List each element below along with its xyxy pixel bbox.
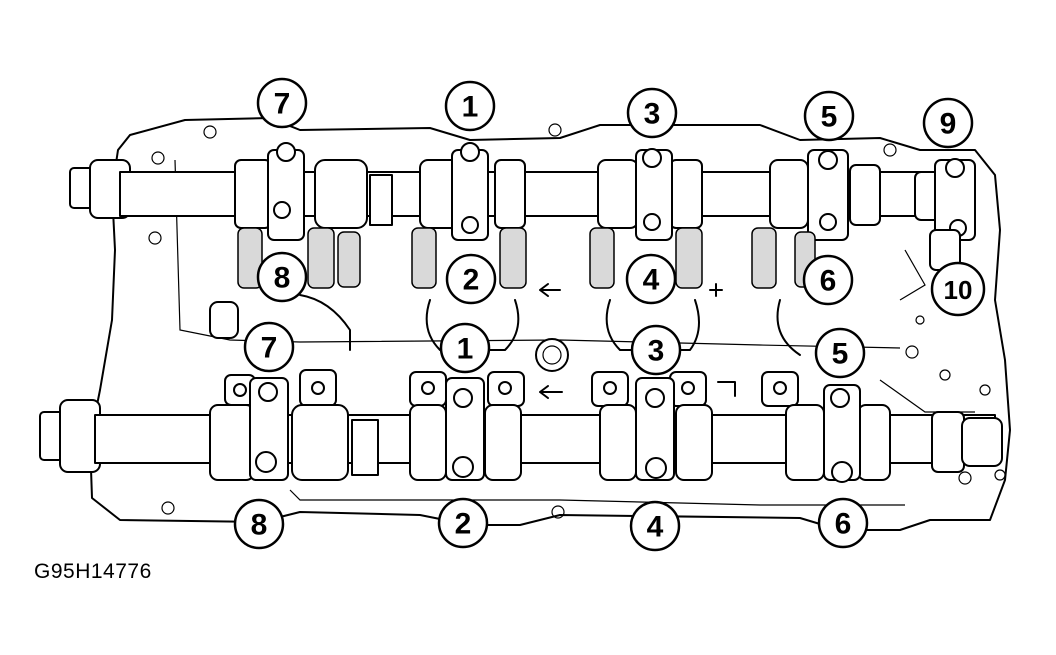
svg-text:2: 2 (455, 508, 472, 541)
svg-text:8: 8 (251, 509, 268, 542)
svg-text:5: 5 (832, 338, 849, 371)
figure-code-label: G95H14776 (34, 560, 152, 583)
svg-text:2: 2 (463, 264, 480, 297)
lower-camshaft (39, 399, 1003, 481)
svg-text:1: 1 (457, 333, 474, 366)
callout-upper-mid-6: 6 (802, 254, 854, 306)
svg-text:7: 7 (274, 88, 291, 121)
svg-text:7: 7 (261, 332, 278, 365)
callout-lower-mid-3: 3 (630, 324, 682, 376)
callout-bottom-4: 4 (629, 500, 681, 552)
callout-upper-mid-8: 8 (256, 251, 308, 303)
callout-lower-mid-7: 7 (243, 321, 295, 373)
svg-text:3: 3 (648, 335, 665, 368)
svg-text:4: 4 (643, 264, 660, 297)
callout-upper-mid-4: 4 (625, 253, 677, 305)
callout-bottom-8: 8 (233, 498, 285, 550)
svg-text:9: 9 (940, 108, 957, 141)
callout-top-7: 7 (256, 77, 308, 129)
callout-bottom-6: 6 (817, 497, 869, 549)
svg-text:10: 10 (944, 275, 973, 305)
upper-camshaft (69, 159, 944, 229)
svg-text:4: 4 (647, 511, 664, 544)
callout-top-1: 1 (444, 80, 496, 132)
callout-top-9: 9 (922, 97, 974, 149)
svg-text:1: 1 (462, 91, 479, 124)
upper-bearing-caps (267, 142, 976, 241)
callout-upper-mid-10: 10 (930, 261, 986, 317)
valve-rockers (209, 227, 975, 413)
lower-bearing-caps (249, 377, 861, 483)
svg-text:8: 8 (274, 262, 291, 295)
callout-lower-mid-5: 5 (814, 327, 866, 379)
callout-top-5: 5 (803, 90, 855, 142)
svg-text:6: 6 (835, 508, 852, 541)
callout-bottom-2: 2 (437, 497, 489, 549)
svg-text:3: 3 (644, 98, 661, 131)
callout-upper-mid-2: 2 (445, 253, 497, 305)
svg-text:6: 6 (820, 265, 837, 298)
callout-top-3: 3 (626, 87, 678, 139)
callout-lower-mid-1: 1 (439, 322, 491, 374)
svg-text:5: 5 (821, 101, 838, 134)
